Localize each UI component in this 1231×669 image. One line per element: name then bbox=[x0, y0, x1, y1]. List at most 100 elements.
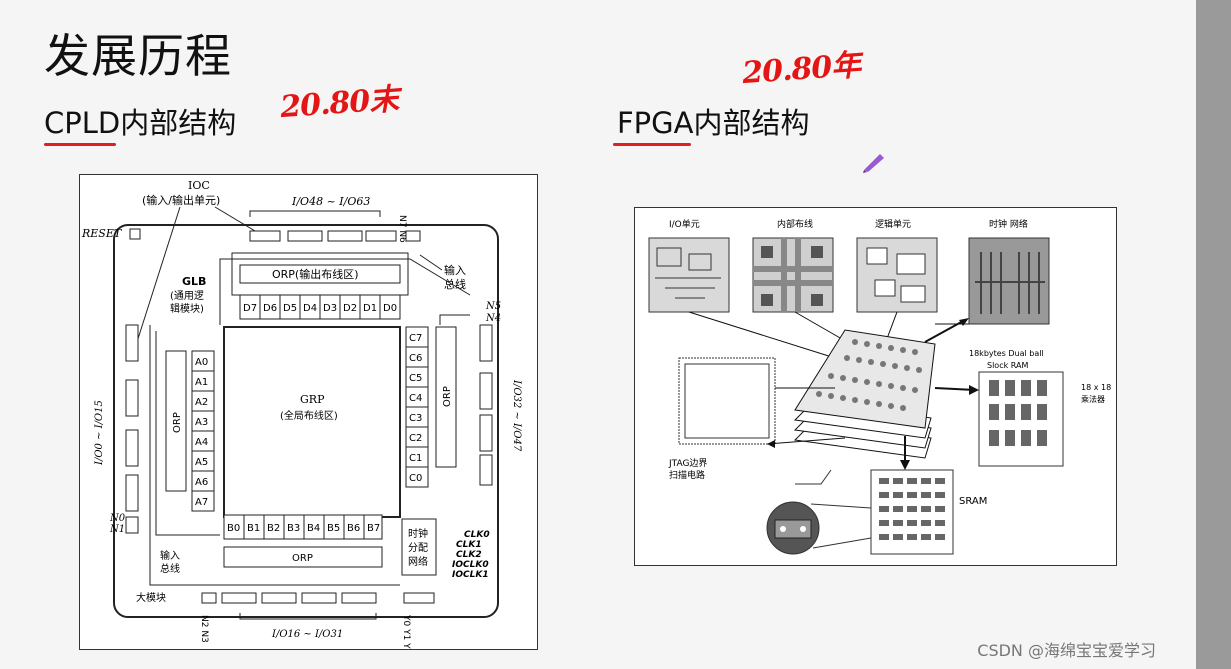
c-cell: C2 bbox=[409, 433, 422, 444]
c-cell: C6 bbox=[409, 353, 422, 364]
orp-top-label: ORP(输出布线区) bbox=[272, 267, 359, 281]
clk-label: CLK2 bbox=[456, 550, 482, 560]
a-cell: A2 bbox=[195, 397, 208, 408]
fpga-heading: FPGA内部结构 bbox=[617, 106, 810, 140]
a-cell: A0 bbox=[195, 357, 208, 368]
glb-sub-2: 辑模块) bbox=[170, 302, 204, 315]
ioc-label: IOC bbox=[188, 179, 210, 192]
input-bus-bottom-1: 输入 bbox=[160, 549, 180, 562]
clock-net-label: 时钟 网络 bbox=[989, 218, 1028, 230]
d-cell: D1 bbox=[363, 303, 377, 314]
input-bus-top-2: 总线 bbox=[444, 277, 466, 291]
a-cell: A7 bbox=[195, 497, 208, 508]
b-cell: B0 bbox=[227, 523, 240, 534]
orp-left-label: ORP bbox=[172, 412, 183, 433]
clk-label: CLK1 bbox=[456, 540, 482, 550]
glb-label: GLB bbox=[182, 275, 206, 288]
jtag-sub-label: 扫描电路 bbox=[669, 469, 705, 481]
mult-label: 18 x 18 bbox=[1081, 383, 1111, 392]
clock-net-2: 分配 bbox=[408, 542, 428, 554]
io-right-label: I/O32 ~ I/O47 bbox=[511, 379, 522, 452]
handwritten-note-right: 20.80年 bbox=[741, 47, 862, 92]
top-io-cells bbox=[249, 230, 421, 242]
watermark: CSDN @海绵宝宝爱学习 bbox=[977, 641, 1156, 660]
c-cell: C5 bbox=[409, 373, 422, 384]
slide: 发展历程 CPLD内部结构 FPGA内部结构 20.80末 20.80年 RES… bbox=[44, 29, 1156, 669]
n4-label: N4 bbox=[485, 313, 501, 324]
grp-label: GRP bbox=[300, 393, 325, 406]
fpga-heading-underline bbox=[613, 143, 691, 146]
cpld-heading-underline bbox=[44, 143, 116, 146]
a-cells: A0 A1 A2 A3 A4 A5 A6 A7 bbox=[191, 350, 215, 512]
clock-net-3: 网络 bbox=[408, 555, 428, 568]
reset-pin bbox=[129, 228, 141, 240]
n0-label: N0 bbox=[109, 513, 126, 524]
d-cell: D4 bbox=[303, 303, 317, 314]
clock-net-1: 时钟 bbox=[408, 527, 428, 540]
y-labels: Y0 Y1 Y2 Y3 bbox=[401, 614, 411, 649]
routing-label: 内部布线 bbox=[777, 218, 813, 230]
grp-sub-label: (全局布线区) bbox=[280, 409, 338, 422]
jtag-label: JTAG边界 bbox=[668, 458, 707, 469]
input-bus-bottom-2: 总线 bbox=[160, 562, 180, 575]
io-bottom-label: I/O16 ~ I/O31 bbox=[271, 629, 343, 640]
b-cell: B2 bbox=[267, 523, 280, 534]
b-cell: B4 bbox=[307, 523, 320, 534]
d-cell: D2 bbox=[343, 303, 357, 314]
bottom-io-cells bbox=[201, 592, 435, 604]
ram-title: 18kbytes Dual ball bbox=[969, 349, 1044, 358]
fpga-diagram: I/O单元 内部布线 逻辑单元 时钟 网络 bbox=[634, 207, 1117, 566]
b-cell: B3 bbox=[287, 523, 300, 534]
n2-n3-label: N2 N3 bbox=[199, 615, 209, 643]
clk-label: IOCLK0 bbox=[452, 560, 489, 570]
cpld-diagram: RESET IOC (输入/输出单元) I/O48 ~ I/O63 N7 N6 … bbox=[79, 174, 538, 668]
chip-outline bbox=[113, 224, 499, 618]
orp-right-label: ORP bbox=[442, 386, 453, 407]
d-cell: D6 bbox=[263, 303, 277, 314]
a-cell: A4 bbox=[195, 437, 208, 448]
a-cell: A6 bbox=[195, 477, 208, 488]
io-left-label: I/O0 ~ I/O15 bbox=[94, 400, 105, 466]
c-cell: C3 bbox=[409, 413, 422, 424]
d-cell: D7 bbox=[243, 303, 257, 314]
reset-label: RESET bbox=[81, 227, 123, 240]
b-cell: B7 bbox=[367, 523, 380, 534]
d-cell: D5 bbox=[283, 303, 297, 314]
c-cell: C1 bbox=[409, 453, 422, 464]
clk-label: IOCLK1 bbox=[452, 570, 489, 580]
logic-label: 逻辑单元 bbox=[875, 218, 911, 230]
d-cell: D0 bbox=[383, 303, 397, 314]
a-cell: A5 bbox=[195, 457, 208, 468]
jtag-box bbox=[678, 357, 776, 445]
n5-label: N5 bbox=[485, 301, 501, 312]
c-cells: C7 C6 C5 C4 C3 C2 C1 C0 bbox=[405, 326, 429, 488]
clk-label: CLK0 bbox=[464, 530, 490, 540]
io-top-label: I/O48 ~ I/O63 bbox=[291, 195, 370, 208]
input-bus-top-1: 输入 bbox=[444, 263, 466, 277]
grp-block bbox=[223, 326, 401, 518]
b-cell: B6 bbox=[347, 523, 360, 534]
pen-cursor-icon bbox=[863, 154, 884, 173]
c-cell: C7 bbox=[409, 333, 422, 344]
cpld-heading: CPLD内部结构 bbox=[44, 106, 237, 140]
d-cells: D7 D6 D5 D4 D3 D2 D1 D0 bbox=[239, 294, 401, 320]
b-cells: B0 B1 B2 B3 B4 B5 B6 B7 bbox=[223, 514, 383, 540]
d-cell: D3 bbox=[323, 303, 337, 314]
big-block-label: 大模块 bbox=[136, 591, 166, 604]
mult-sub: 乘法器 bbox=[1081, 394, 1105, 404]
orp-bottom-label: ORP bbox=[292, 553, 313, 564]
scrollbar-track[interactable] bbox=[1196, 0, 1231, 669]
io-unit-box bbox=[648, 237, 730, 313]
n7-n6-label: N7 N6 bbox=[397, 215, 407, 243]
handwritten-note-left: 20.80末 bbox=[279, 81, 400, 126]
b-cell: B1 bbox=[247, 523, 260, 534]
b-cell: B5 bbox=[327, 523, 340, 534]
io-unit-label: I/O单元 bbox=[669, 218, 700, 230]
fpga-layer-stack bbox=[793, 329, 936, 459]
sram-label: SRAM bbox=[959, 496, 987, 507]
ioc-sub-label: (输入/输出单元) bbox=[142, 193, 220, 207]
slide-title: 发展历程 bbox=[44, 29, 232, 83]
n1-label: N1 bbox=[109, 524, 125, 535]
c-cell: C4 bbox=[409, 393, 422, 404]
c-cell: C0 bbox=[409, 473, 422, 484]
